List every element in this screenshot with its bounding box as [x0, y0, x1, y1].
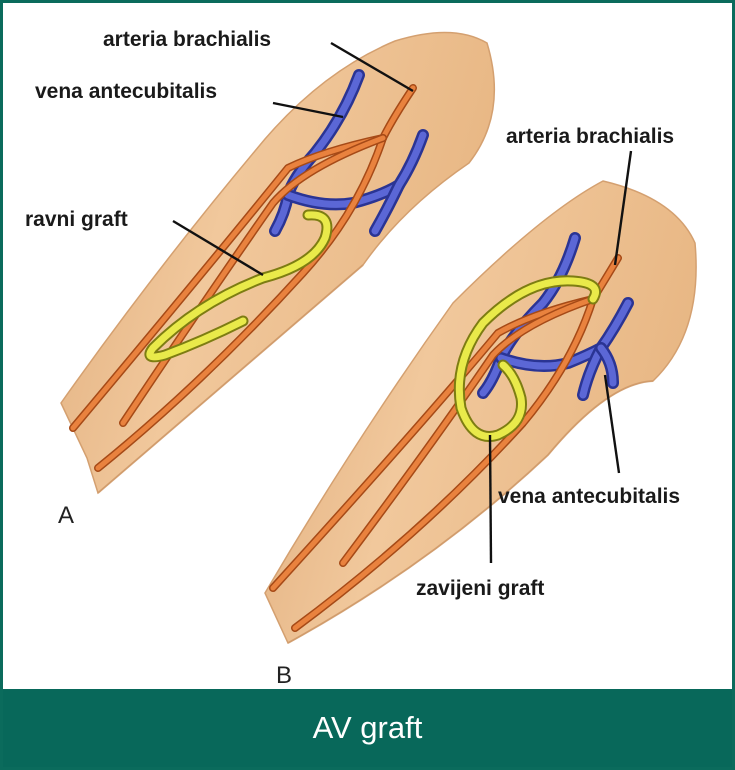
av-graft-illustration: arteria brachialis vena antecubitalis ra… — [3, 3, 735, 695]
panel-letter-a: A — [58, 502, 74, 529]
label-ravni-graft: ravni graft — [25, 208, 128, 231]
label-arteria-brachialis-b: arteria brachialis — [506, 125, 674, 148]
label-arteria-brachialis-a: arteria brachialis — [103, 28, 271, 51]
label-vena-antecubitalis-a: vena antecubitalis — [35, 80, 217, 103]
caption-title: AV graft — [313, 710, 423, 746]
leader-zavijeni-graft — [490, 435, 491, 563]
panel-letter-b: B — [276, 662, 292, 689]
caption-bar: AV graft — [3, 689, 732, 767]
label-vena-antecubitalis-b: vena antecubitalis — [498, 485, 680, 508]
label-zavijeni-graft: zavijeni graft — [416, 577, 544, 600]
